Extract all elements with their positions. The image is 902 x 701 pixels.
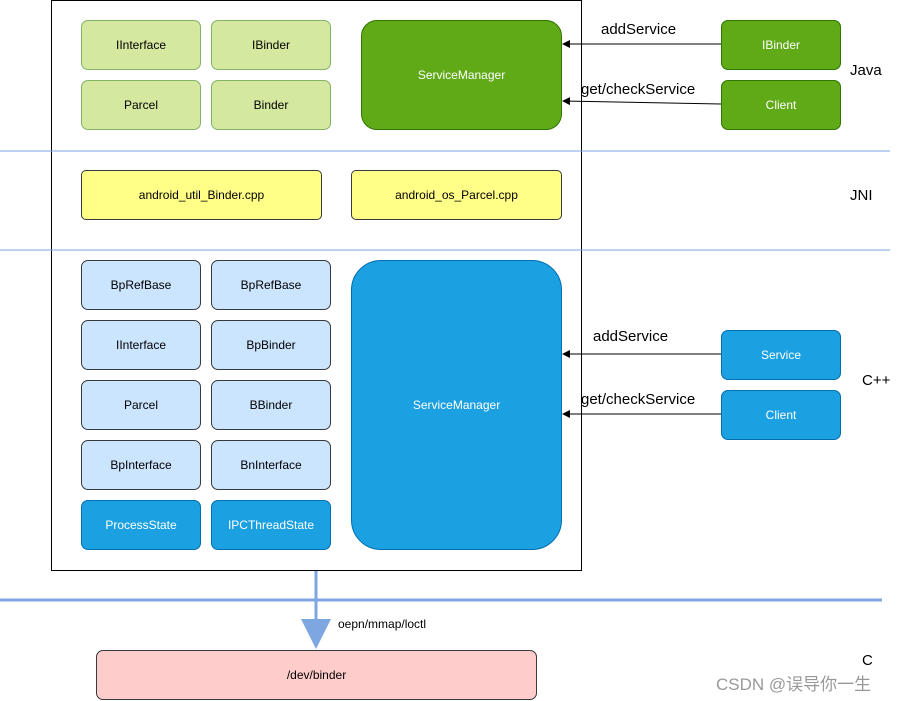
android-os-parcel-box: android_os_Parcel.cpp	[351, 170, 562, 220]
cpp-process-state-box: ProcessState	[81, 500, 201, 550]
cpp-service-box: Service	[721, 330, 841, 380]
java-iinterface-box: IInterface	[81, 20, 201, 70]
cpp-bbinder-box: BBinder	[211, 380, 331, 430]
java-layer-label: Java	[850, 62, 882, 79]
cpp-service-manager-box: ServiceManager	[351, 260, 562, 550]
cpp-bpbinder-box: BpBinder	[211, 320, 331, 370]
csdn-watermark: CSDN @误导你一生	[716, 675, 872, 694]
ioctl-label: oepn/mmap/loctl	[338, 617, 427, 631]
cpp-bpinterface-box: BpInterface	[81, 440, 201, 490]
java-service-manager-box: ServiceManager	[361, 20, 562, 130]
android-util-binder-box: android_util_Binder.cpp	[81, 170, 322, 220]
java-get-check-service-label: get/checkService	[581, 81, 696, 98]
java-client-box: Client	[721, 80, 841, 130]
cpp-bprefbase-box-2: BpRefBase	[211, 260, 331, 310]
jni-layer-label: JNI	[850, 187, 873, 204]
cpp-ipc-thread-state-box: IPCThreadState	[211, 500, 331, 550]
cpp-iinterface-box: IInterface	[81, 320, 201, 370]
c-layer-label: C	[862, 652, 873, 669]
cpp-layer-label: C++	[862, 372, 891, 389]
cpp-bninterface-box: BnInterface	[211, 440, 331, 490]
cpp-parcel-box: Parcel	[81, 380, 201, 430]
cpp-add-service-label: addService	[593, 328, 669, 345]
java-get-check-service-arrow	[562, 97, 722, 106]
java-binder-box: Binder	[211, 80, 331, 130]
java-add-service-label: addService	[601, 21, 677, 38]
cpp-client-box: Client	[721, 390, 841, 440]
java-client-ibinder-box: IBinder	[721, 20, 841, 70]
java-parcel-box: Parcel	[81, 80, 201, 130]
dev-binder-box: /dev/binder	[96, 650, 537, 700]
cpp-bprefbase-box-1: BpRefBase	[81, 260, 201, 310]
java-ibinder-box: IBinder	[211, 20, 331, 70]
cpp-get-check-service-label: get/checkService	[581, 391, 696, 408]
